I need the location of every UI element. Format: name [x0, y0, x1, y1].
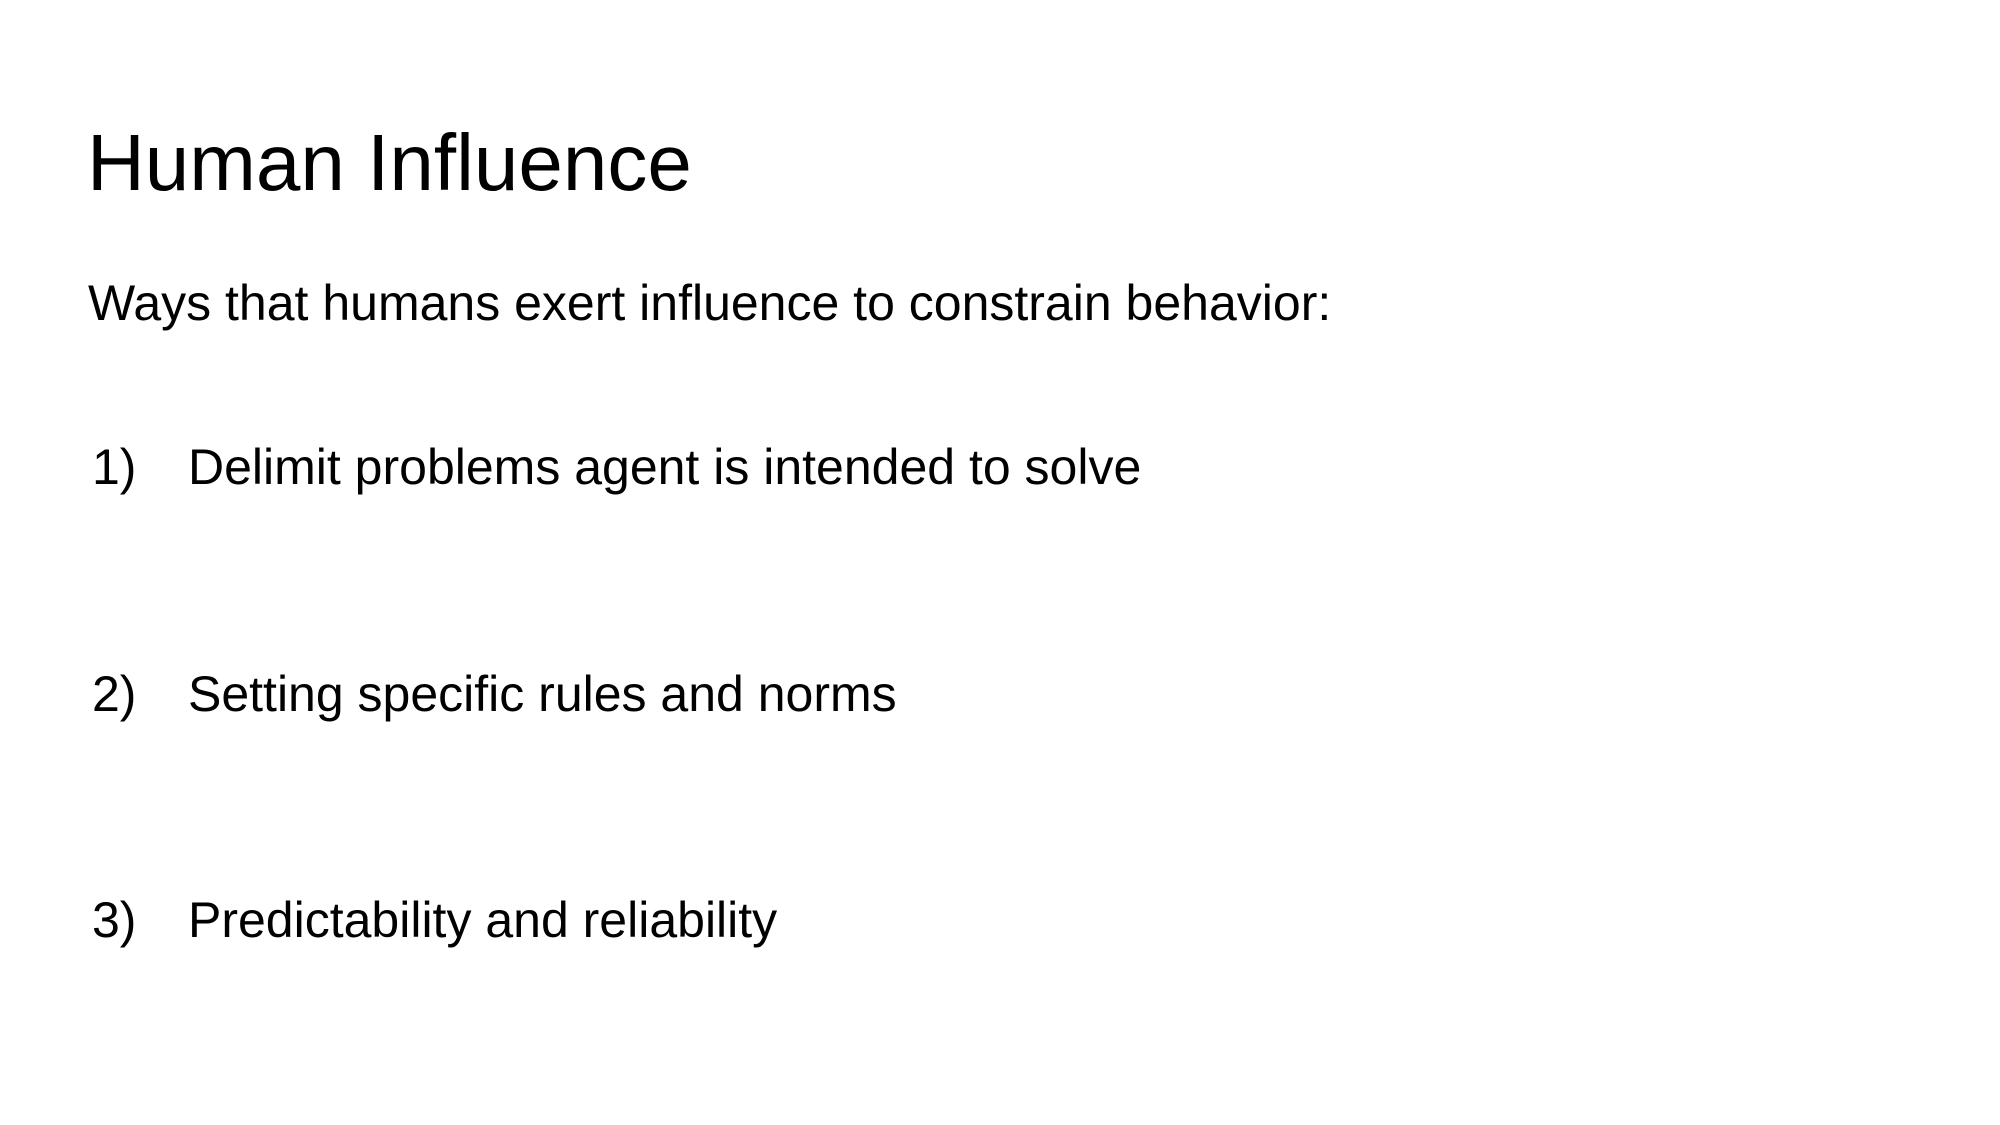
list-item-text: Setting specific rules and norms — [188, 666, 897, 722]
list-item-number: 3) — [92, 892, 137, 948]
slide-title: Human Influence — [87, 118, 692, 207]
list-item-number: 1) — [92, 439, 137, 495]
list-item-number: 2) — [92, 666, 137, 722]
slide-subtitle: Ways that humans exert influence to cons… — [88, 275, 1332, 331]
list-item-text: Delimit problems agent is intended to so… — [188, 439, 1142, 495]
list-item-text: Predictability and reliability — [188, 892, 778, 948]
